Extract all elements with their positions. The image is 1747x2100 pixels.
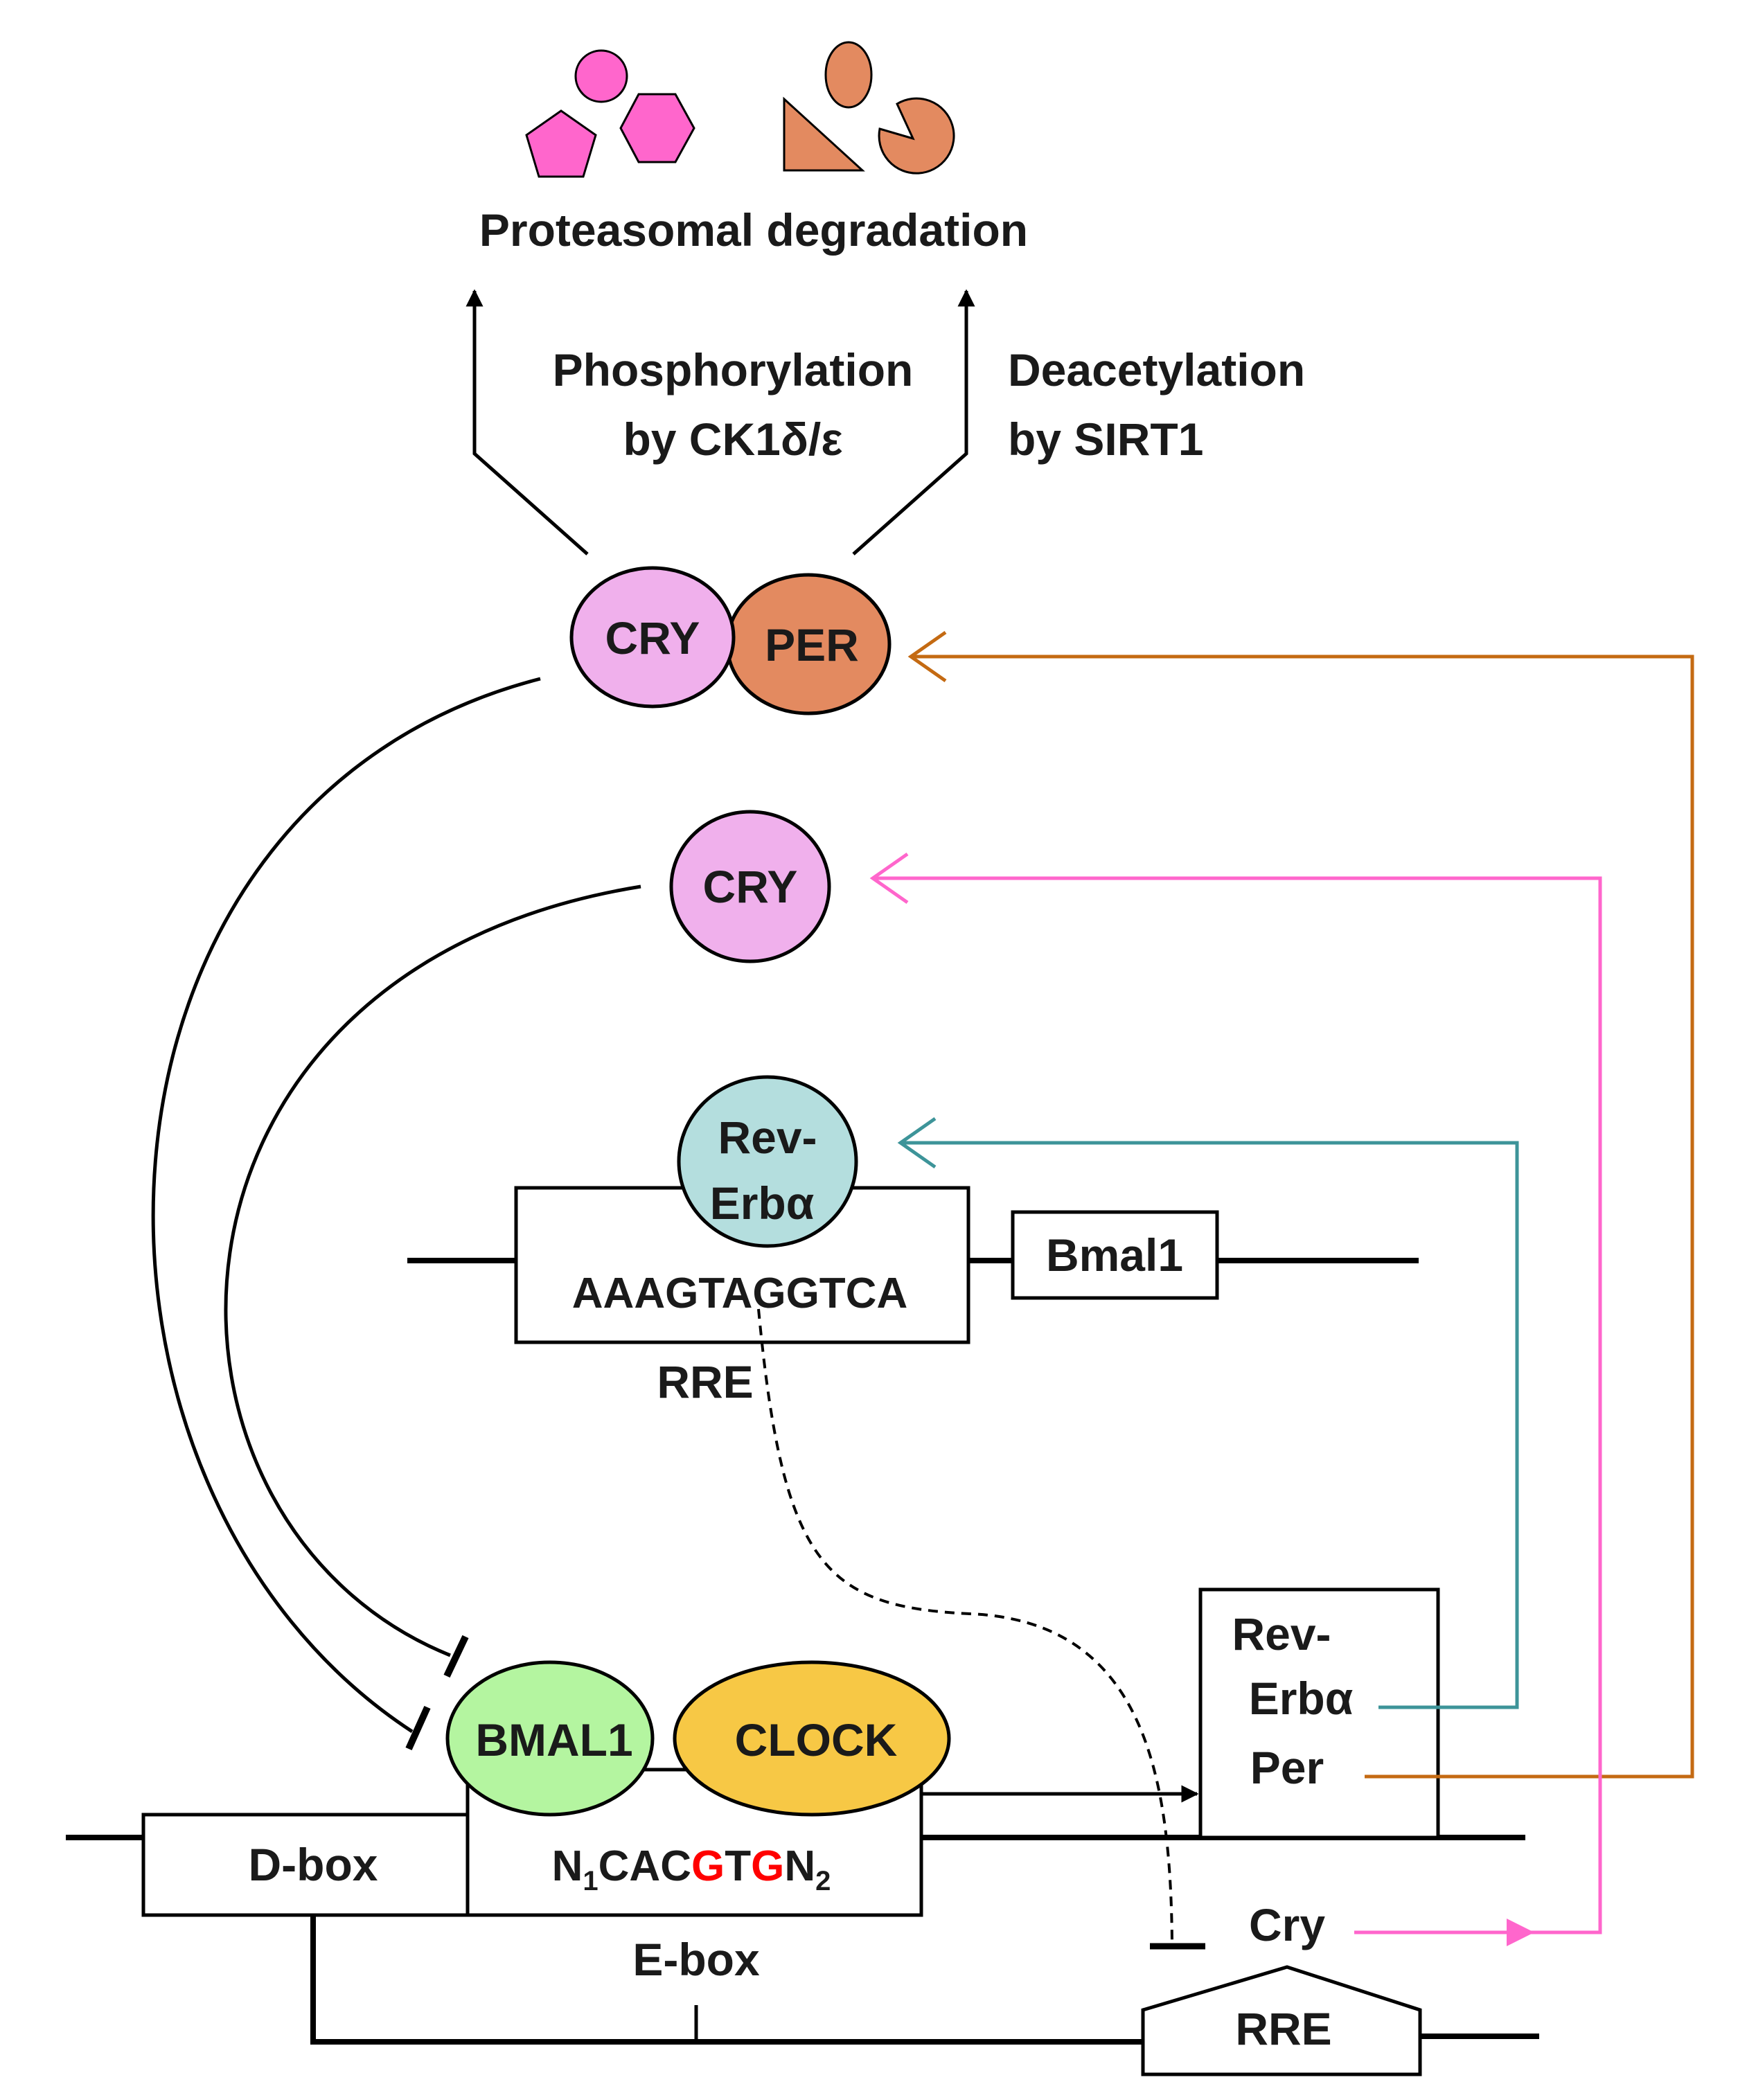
per-feedback-arrowhead bbox=[907, 630, 947, 683]
cry-feedback-arrow bbox=[873, 876, 1602, 1934]
deacetylation-label-1: Deacetylation bbox=[1008, 344, 1305, 395]
per-feedback-arrow bbox=[911, 655, 1694, 1779]
cry-protein bbox=[569, 566, 736, 709]
ebox-sequence: N1CACGTGN2 bbox=[552, 1842, 831, 1896]
clock-protein-label: CLOCK bbox=[735, 1714, 898, 1765]
target-genes-box bbox=[1198, 1587, 1440, 1840]
target-per-label: Per bbox=[1250, 1742, 1324, 1793]
cry-inhibition-bar bbox=[443, 1635, 469, 1678]
cry-rre-element bbox=[1141, 1965, 1422, 2076]
rev-erba-label-1: Rev- bbox=[718, 1112, 817, 1163]
dbox-box bbox=[141, 1813, 483, 1917]
target-rev-label-1: Rev- bbox=[1232, 1608, 1331, 1659]
degradation-label: Proteasomal degradation bbox=[479, 204, 1028, 256]
cry-transcript-arrowhead bbox=[1507, 1919, 1534, 1946]
bmal1-protein-label: BMAL1 bbox=[475, 1714, 632, 1765]
cry-per-complex: CRY PER bbox=[569, 566, 892, 715]
bmal1-gene-box bbox=[1011, 1210, 1219, 1300]
free-cry-label: CRY bbox=[703, 861, 798, 912]
bmal1-protein bbox=[445, 1660, 655, 1817]
deacetylation-label-2: by SIRT1 bbox=[1008, 413, 1203, 465]
target-cry-label: Cry bbox=[1249, 1899, 1325, 1950]
phosphorylation-arrow bbox=[465, 289, 589, 555]
cry-inhibition-arc bbox=[224, 884, 641, 1657]
per-protein-label: PER bbox=[765, 619, 859, 670]
dbox-label: D-box bbox=[249, 1839, 378, 1890]
bmal1-gene-label: Bmal1 bbox=[1046, 1229, 1183, 1281]
phosphorylation-label-1: Phosphorylation bbox=[553, 344, 914, 395]
phosphorylation-label-2: by CK1δ/ε bbox=[623, 413, 842, 465]
pink-hexagon-fragment bbox=[619, 93, 695, 163]
target-rev-label-2: Erbα bbox=[1249, 1673, 1354, 1724]
orange-pacman-fragment bbox=[878, 97, 955, 175]
rev-erba-feedback-arrow bbox=[901, 1141, 1519, 1709]
rev-erba-repression-dashed bbox=[757, 1308, 1173, 1943]
rre-label: RRE bbox=[657, 1356, 753, 1407]
orange-oval-fragment bbox=[824, 41, 873, 109]
rev-erba-protein bbox=[677, 1075, 858, 1248]
cry-protein-label: CRY bbox=[605, 612, 700, 664]
cry-feedback-arrowhead bbox=[869, 852, 909, 905]
rre-sequence: AAAGTAGGTCA bbox=[572, 1270, 907, 1317]
cry-rre-label: RRE bbox=[1235, 2003, 1331, 2054]
regulatory-bracket bbox=[310, 1915, 1143, 2045]
deacetylation-arrow bbox=[852, 289, 975, 555]
orange-triangle-fragment bbox=[783, 96, 865, 172]
clock-protein bbox=[673, 1660, 951, 1817]
pink-circle-fragment bbox=[574, 49, 628, 103]
pink-pentagon-fragment bbox=[525, 109, 597, 178]
rev-erba-feedback-arrowhead bbox=[897, 1116, 937, 1169]
cry-per-inhibition-arc bbox=[151, 677, 541, 1734]
degradation-fragments bbox=[525, 41, 955, 178]
ebox-label: E-box bbox=[632, 1934, 760, 1985]
cry-per-inhibition-bar bbox=[405, 1705, 431, 1751]
rev-erba-label-2: Erbα bbox=[710, 1177, 815, 1229]
free-cry-protein bbox=[669, 810, 831, 963]
